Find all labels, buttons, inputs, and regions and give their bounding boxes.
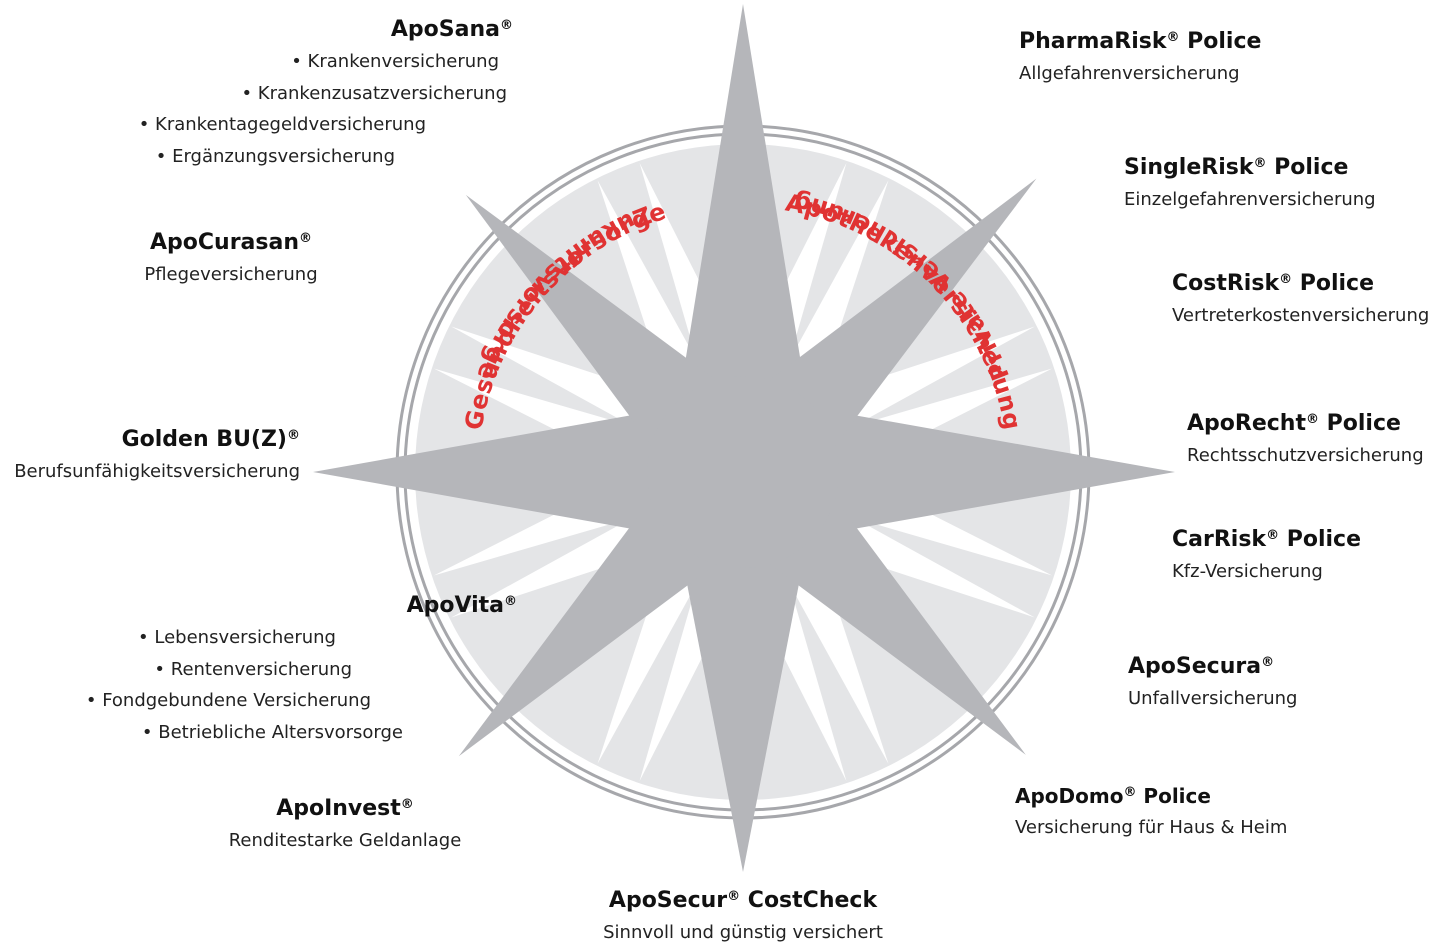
- product-title: ApoVita®: [406, 593, 517, 618]
- white-ray: [451, 517, 633, 618]
- bullet-item: • Fondgebundene Versicherung: [85, 690, 371, 711]
- product-subtitle: Renditestarke Geldanlage: [228, 830, 462, 851]
- star-point: [743, 406, 1175, 538]
- product-subtitle: Berufsunfähigkeitsversicherung: [14, 461, 300, 482]
- product-subtitle: Einzelgefahrenversicherung: [1124, 189, 1376, 210]
- white-ray: [597, 582, 698, 764]
- compass-star: [313, 4, 1175, 872]
- product-apodomo: ApoDomo® Police Versicherung für Haus & …: [1015, 780, 1287, 844]
- product-subtitle: Vertreterkostenversicherung: [1172, 305, 1430, 326]
- product-apocurasan: ApoCurasan® Pflegeversicherung: [131, 227, 331, 291]
- product-subtitle: Unfallversicherung: [1128, 688, 1298, 709]
- star-point: [743, 472, 1026, 755]
- bullet-item: • Krankentagegeldversicherung: [138, 114, 426, 135]
- product-title: CarRisk® Police: [1172, 527, 1362, 552]
- product-title: CostRisk® Police: [1172, 271, 1375, 296]
- product-title: ApoDomo® Police: [1015, 784, 1211, 808]
- product-aposecur: ApoSecur® CostCheck Sinnvoll und günstig…: [593, 885, 893, 949]
- star-point: [743, 178, 1037, 472]
- product-title: ApoRecht® Police: [1187, 411, 1401, 436]
- white-ray: [788, 180, 889, 362]
- white-ray: [853, 326, 1035, 427]
- bullet-item: • Ergänzungsversicherung: [155, 145, 395, 167]
- product-apoinvest: ApoInvest® Renditestarke Geldanlage: [195, 793, 495, 857]
- product-title: ApoInvest®: [276, 796, 414, 821]
- star-point: [465, 194, 743, 472]
- product-title: PharmaRisk® Police: [1019, 29, 1262, 54]
- product-subtitle: Pflegeversicherung: [144, 264, 318, 285]
- product-apovita: ApoVita® • Lebensversicherung • Rentenve…: [85, 590, 517, 748]
- product-subtitle: Rechtsschutzversicherung: [1187, 445, 1424, 466]
- bullet-item: • Rentenversicherung: [154, 658, 352, 680]
- product-title: ApoSecura®: [1128, 654, 1275, 679]
- product-aporecht: ApoRecht® Police Rechtsschutzversicherun…: [1187, 408, 1424, 472]
- bullet-item: • Krankenversicherung: [291, 51, 499, 72]
- white-ray: [451, 326, 633, 427]
- star-point: [677, 4, 809, 472]
- product-subtitle: Allgefahrenversicherung: [1019, 63, 1240, 84]
- bullet-item: • Betriebliche Altersvorsorge: [141, 721, 403, 743]
- white-ray: [853, 517, 1035, 618]
- star-point: [677, 472, 809, 872]
- star-point: [313, 406, 743, 538]
- product-subtitle: Kfz-Versicherung: [1172, 561, 1323, 582]
- star-center: [647, 376, 839, 568]
- product-aposecura: ApoSecura® Unfallversicherung: [1128, 651, 1297, 715]
- bullet-item: • Krankenzusatzversicherung: [241, 82, 507, 104]
- product-pharmarisk: PharmaRisk® Police Allgefahrenversicheru…: [1019, 26, 1261, 90]
- star-point: [458, 472, 743, 757]
- product-costrisk: CostRisk® Police Vertreterkostenversiche…: [1172, 268, 1429, 332]
- product-golden-bu: Golden BU(Z)® Berufsunfähigkeitsversiche…: [14, 424, 300, 488]
- product-aposana: ApoSana® • Krankenversicherung • Kranken…: [138, 14, 513, 172]
- product-carrisk: CarRisk® Police Kfz-Versicherung: [1172, 524, 1361, 588]
- product-title: SingleRisk® Police: [1124, 155, 1349, 180]
- product-title: ApoSana®: [390, 17, 513, 42]
- product-title: ApoCurasan®: [150, 230, 312, 255]
- product-singlerisk: SingleRisk® Police Einzelgefahrenversich…: [1124, 152, 1376, 216]
- white-ray: [597, 180, 698, 362]
- product-subtitle: Versicherung für Haus & Heim: [1015, 817, 1288, 838]
- product-title: Golden BU(Z)®: [121, 427, 300, 452]
- product-title: ApoSecur® CostCheck: [608, 888, 878, 913]
- white-ray: [788, 582, 889, 764]
- product-subtitle: Sinnvoll und günstig versichert: [603, 922, 883, 943]
- bullet-item: • Lebensversicherung: [138, 627, 336, 648]
